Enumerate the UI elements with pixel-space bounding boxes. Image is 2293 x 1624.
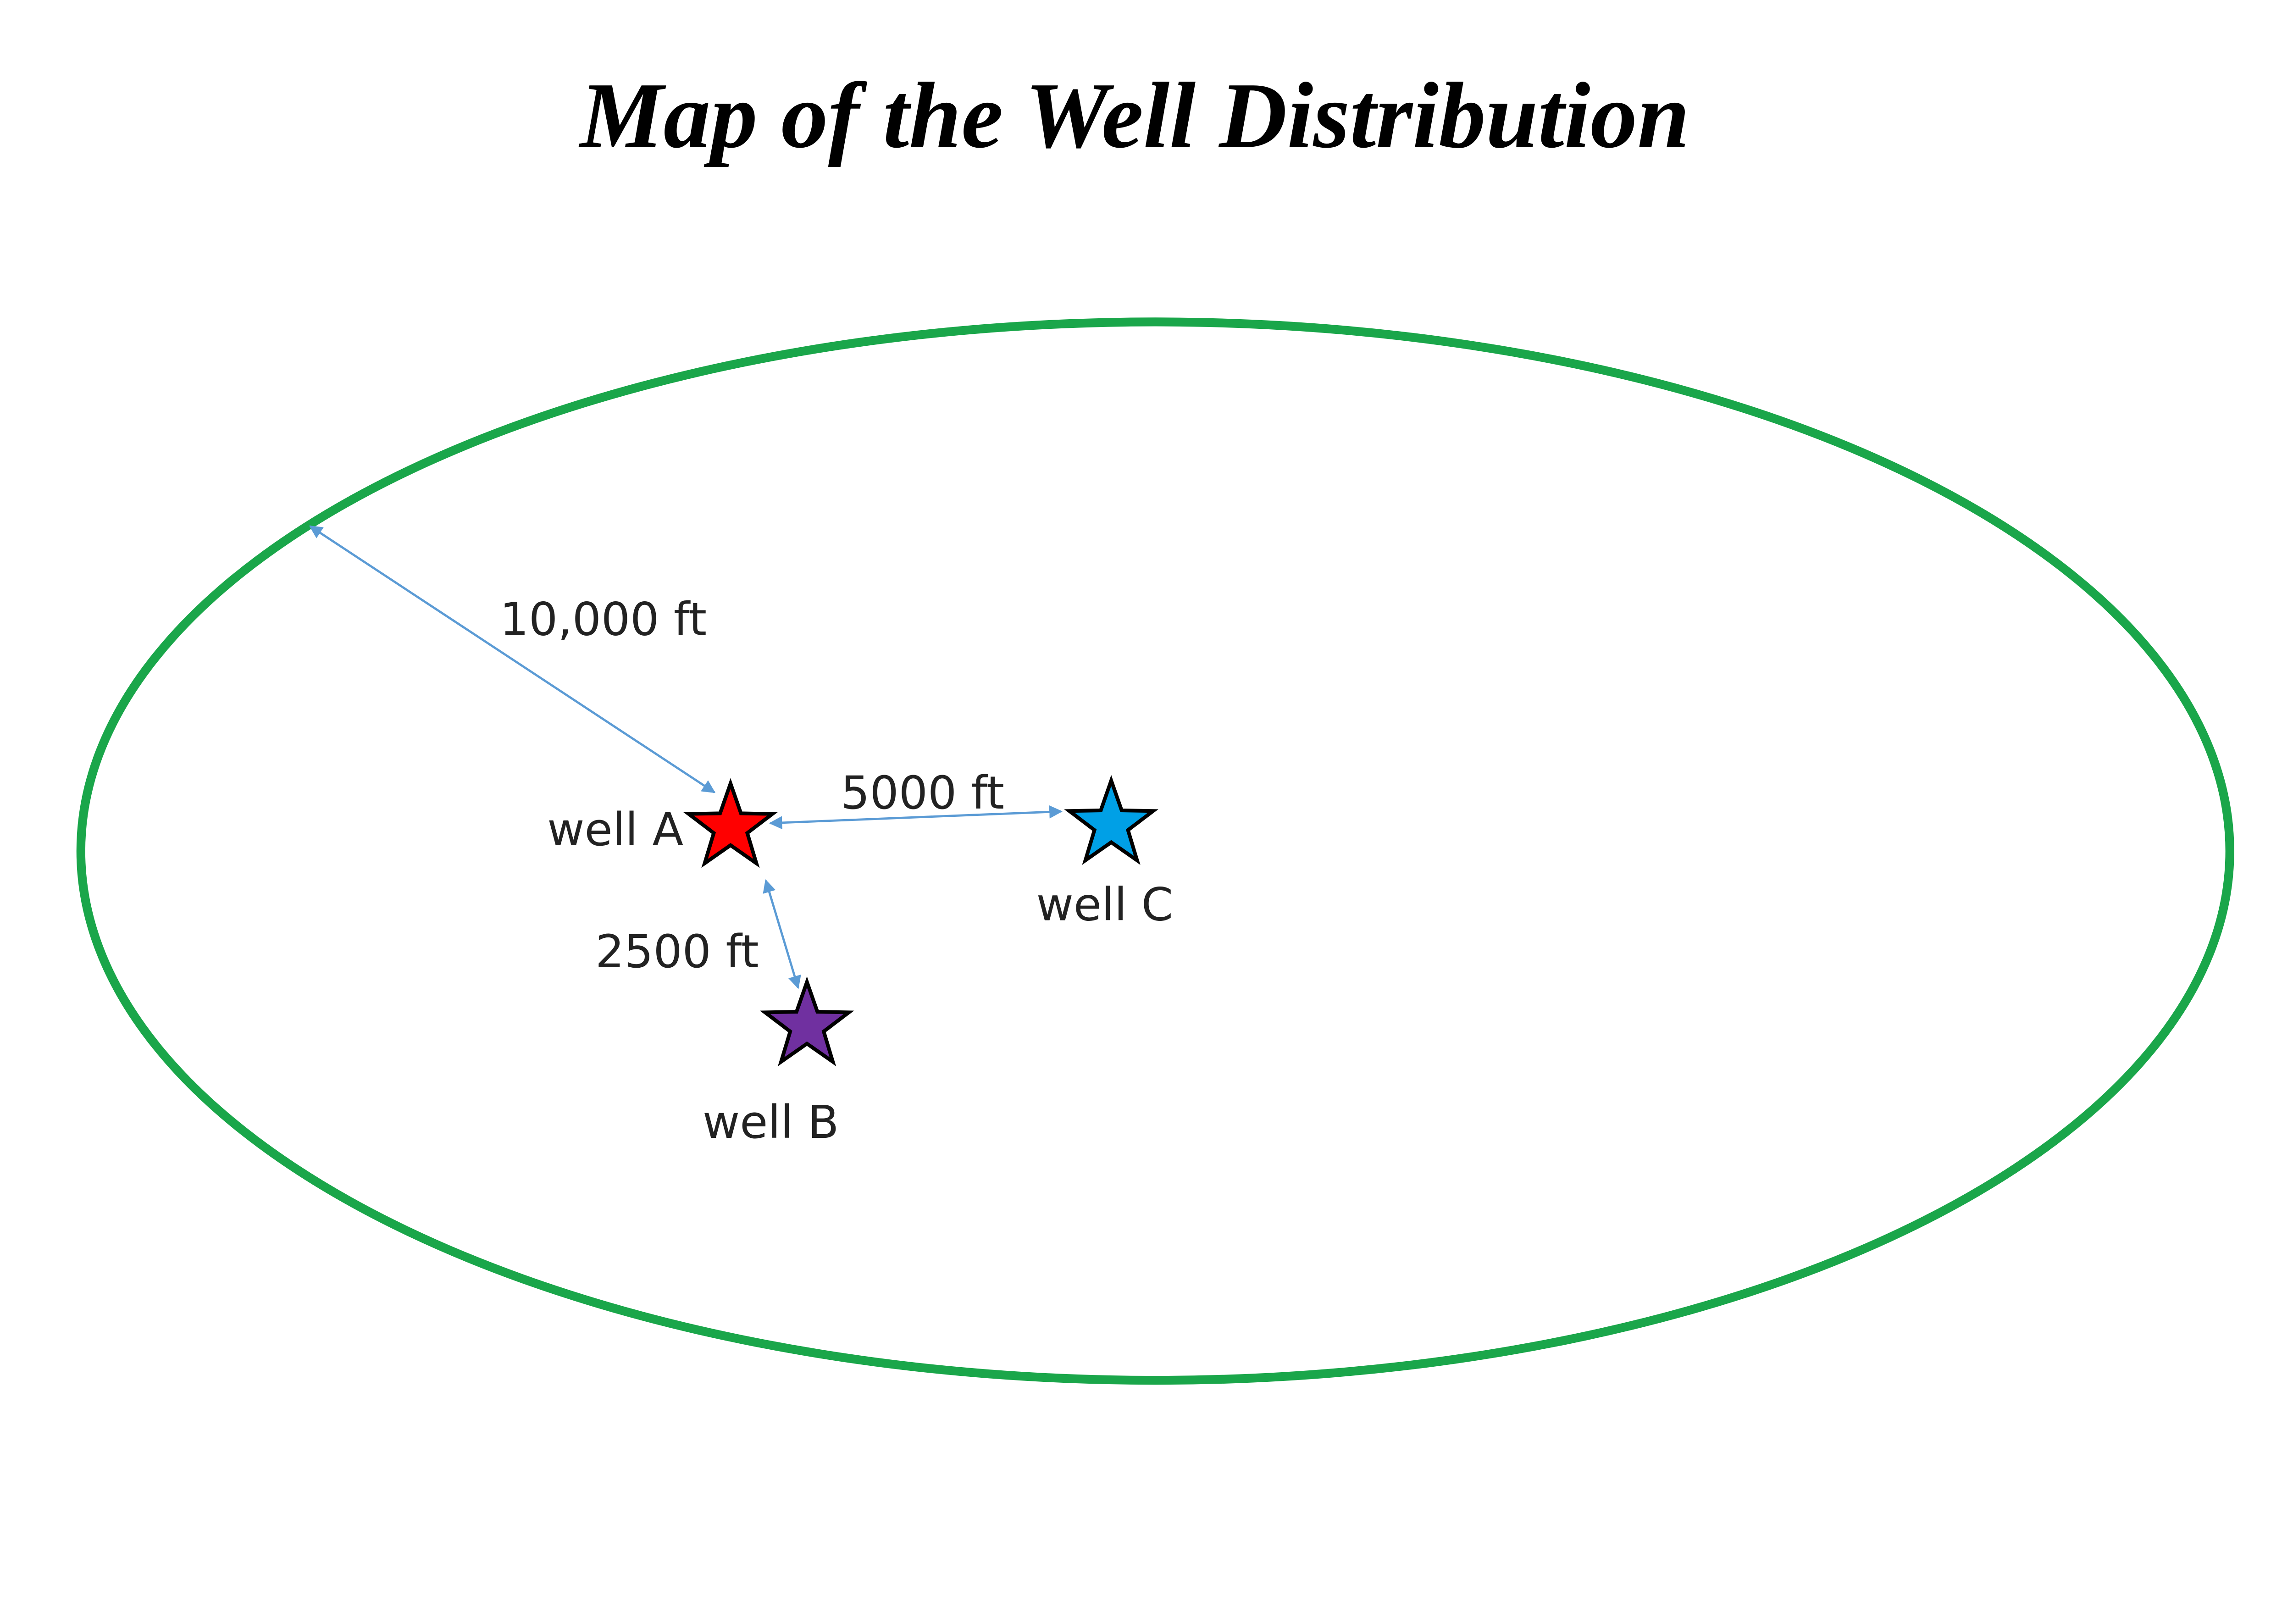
boundary-distance-arrow — [309, 525, 716, 793]
a-to-c-distance-label: 5000 ft — [841, 767, 1004, 820]
well-c-star-icon — [1064, 775, 1159, 865]
boundary-distance-label: 10,000 ft — [500, 593, 707, 646]
a-to-b-distance-arrow — [763, 879, 801, 989]
well-b-label: well B — [703, 1096, 839, 1149]
a-to-b-distance-label: 2500 ft — [595, 926, 759, 978]
well-b-star-icon — [759, 976, 854, 1066]
map-title: Map of the Well Distribution — [578, 64, 1689, 168]
a-to-c-distance-arrow — [769, 805, 1063, 830]
well-distribution-map: Map of the Well Distribution 10,000 ft 5… — [76, 64, 2234, 1385]
well-a-label: well A — [547, 804, 683, 856]
well-c-label: well C — [1036, 878, 1174, 931]
reservoir-boundary — [76, 317, 2234, 1385]
well-markers — [683, 775, 1159, 1066]
well-a-star-icon — [683, 778, 778, 868]
